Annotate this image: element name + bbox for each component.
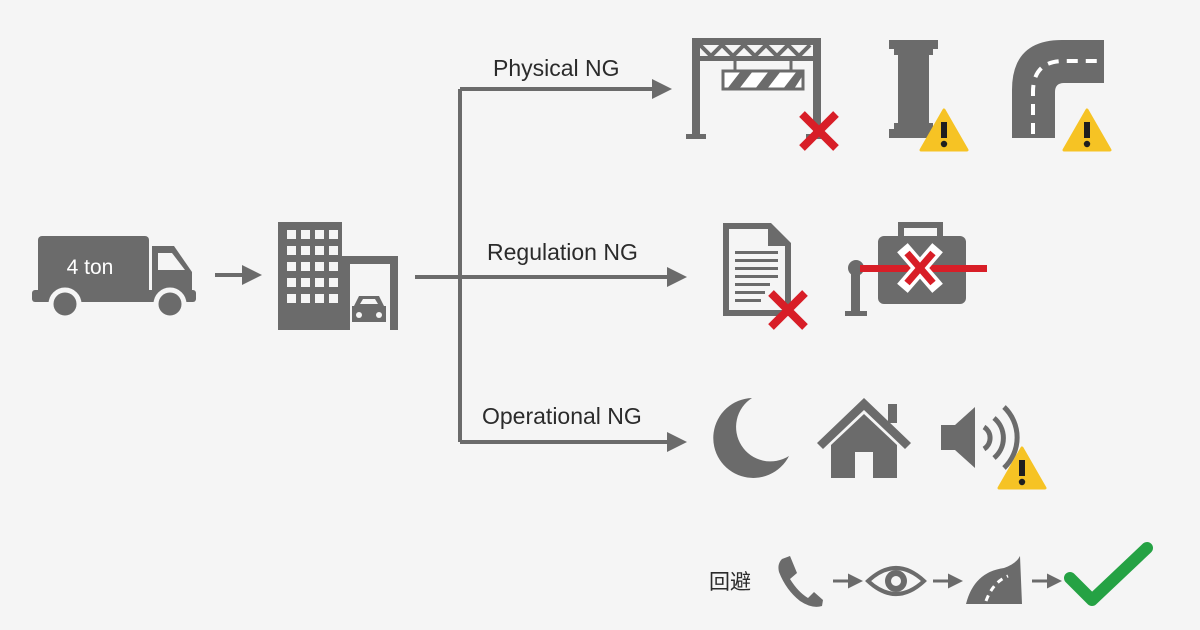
eye-icon <box>865 566 927 596</box>
checkmark-icon <box>1064 542 1153 606</box>
branch-label-physical: Physical NG <box>493 55 620 81</box>
branch-label-operational: Operational NG <box>482 403 642 429</box>
road-icon <box>966 556 1022 604</box>
branch-label-regulation: Regulation NG <box>487 239 638 265</box>
truck-capacity-label: 4 ton <box>67 256 114 279</box>
avoidance-label: 回避 <box>709 570 751 594</box>
building-garage-icon <box>278 222 398 330</box>
sharp-curve-road-icon <box>1012 40 1112 152</box>
branch-connector <box>415 79 687 452</box>
height-barrier-icon <box>686 38 836 148</box>
truck-icon: 4 ton <box>32 236 196 321</box>
document-rejected-icon <box>723 223 805 327</box>
phone-icon <box>778 556 823 607</box>
narrow-pillar-icon <box>889 40 969 152</box>
restricted-barrier-icon <box>845 222 987 316</box>
residential-house-icon <box>817 398 911 478</box>
noise-speaker-icon <box>941 405 1047 490</box>
night-moon-icon <box>713 398 789 478</box>
